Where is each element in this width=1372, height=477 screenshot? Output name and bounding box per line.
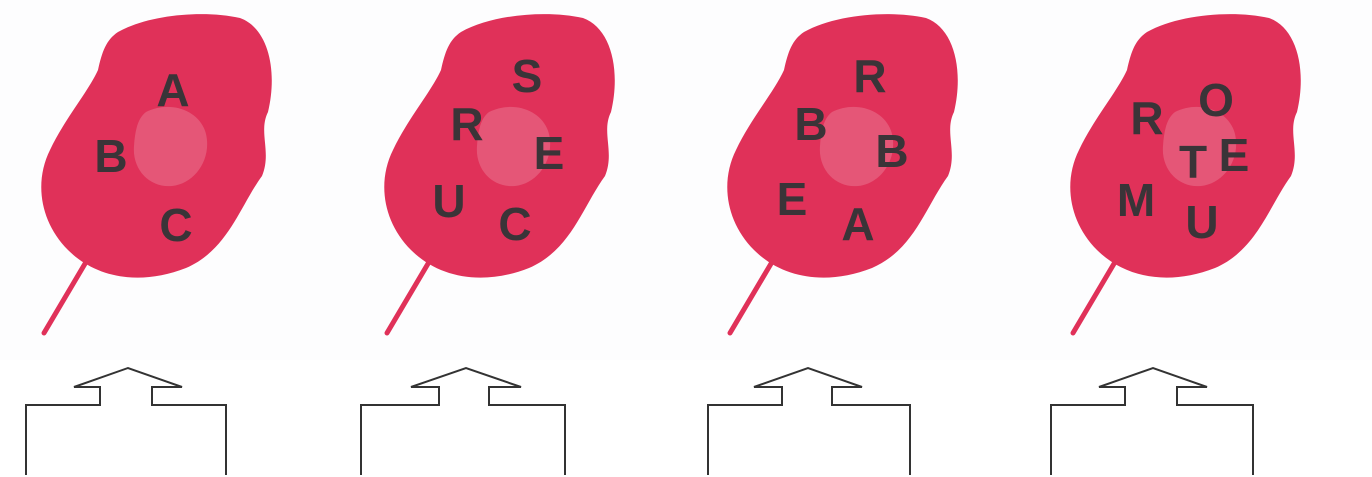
- answer-input[interactable]: [1051, 405, 1255, 477]
- scrambled-letter: O: [1198, 77, 1234, 123]
- answer-input[interactable]: [708, 405, 912, 477]
- scrambled-letter: M: [1117, 177, 1155, 223]
- scrambled-letter: E: [534, 130, 565, 176]
- scrambled-letter: B: [875, 128, 908, 174]
- scrambled-letter: B: [794, 101, 827, 147]
- scrambled-letter: S: [512, 53, 543, 99]
- puzzle-panel-2: S R E U C: [343, 0, 686, 475]
- scrambled-letter: R: [853, 53, 886, 99]
- puzzle-panel-1: A B C: [0, 0, 343, 475]
- scrambled-letter: R: [1130, 95, 1163, 141]
- puzzle-panel-4: O R T E M U: [1029, 0, 1372, 475]
- scrambled-letter: E: [1219, 132, 1250, 178]
- scrambled-letter: E: [777, 176, 808, 222]
- scrambled-letter: A: [156, 67, 189, 113]
- answer-input[interactable]: [361, 405, 565, 477]
- scrambled-letter: R: [450, 101, 483, 147]
- scrambled-letter: U: [432, 178, 465, 224]
- scrambled-letter: A: [841, 201, 874, 247]
- scrambled-letter: B: [94, 133, 127, 179]
- scrambled-letter: U: [1185, 199, 1218, 245]
- scrambled-letter: C: [498, 201, 531, 247]
- puzzle-panel-3: R B B E A: [686, 0, 1029, 475]
- scrambled-letter: C: [159, 202, 192, 248]
- answer-input[interactable]: [26, 405, 230, 477]
- leaf-icon: [0, 0, 343, 360]
- scrambled-letter: T: [1179, 139, 1207, 185]
